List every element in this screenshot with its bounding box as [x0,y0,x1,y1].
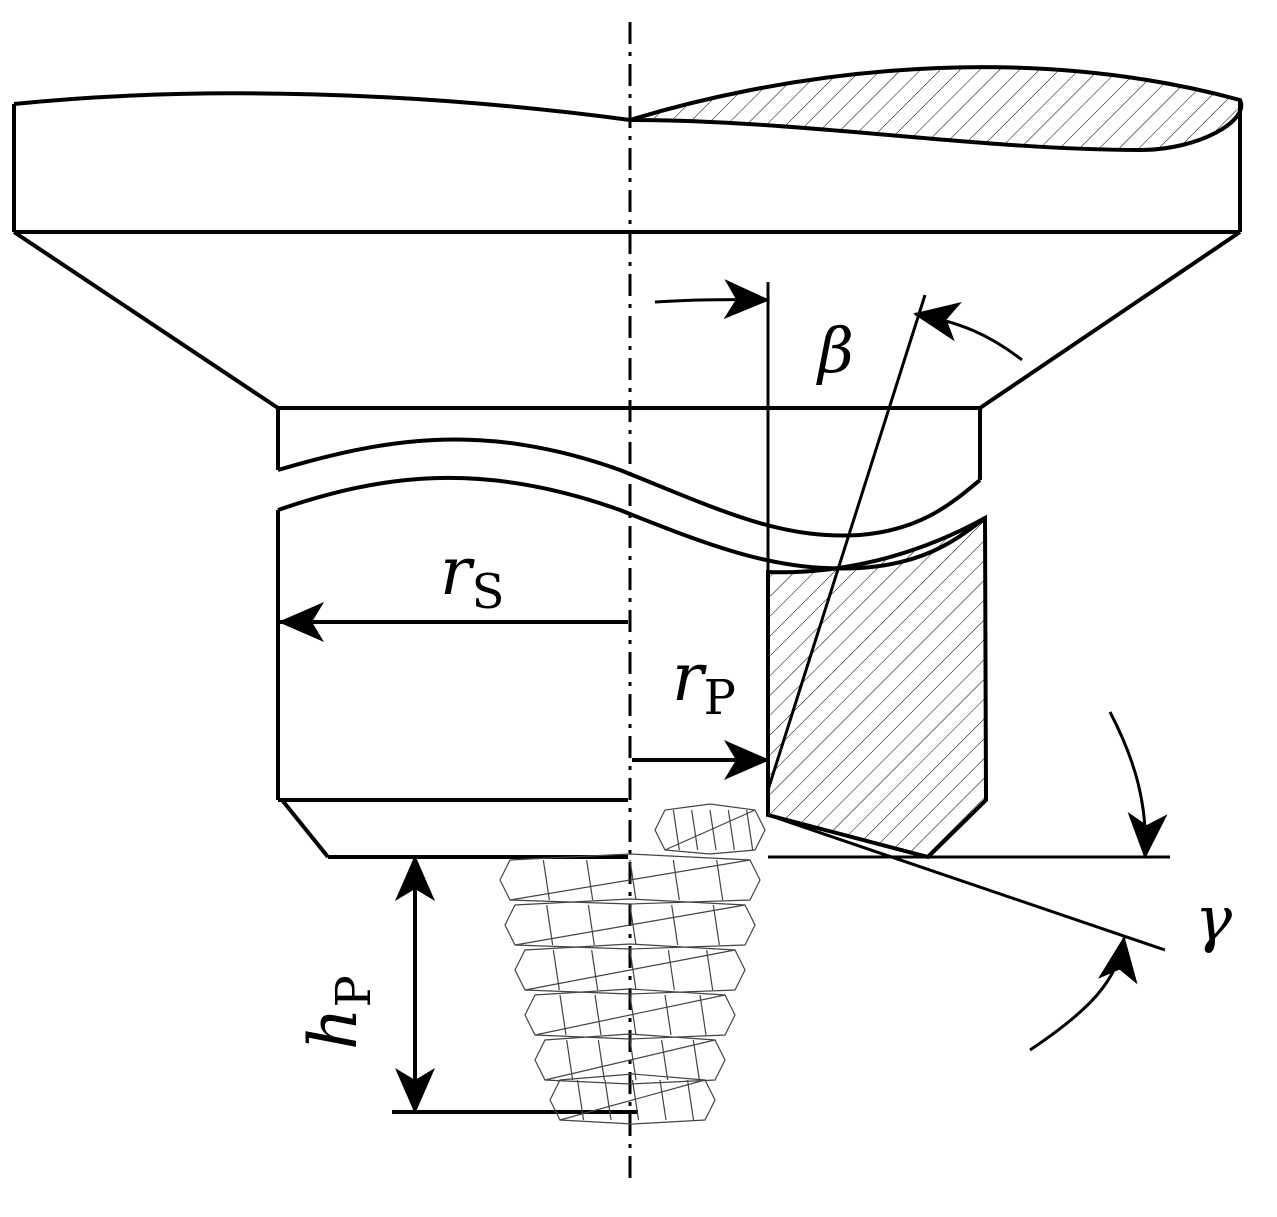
thread-facet [727,809,735,851]
thread-facet [686,1079,695,1121]
thread-facet [712,904,720,946]
thread-band [654,803,766,855]
beta-angle-annotation [654,279,1023,791]
thread-band [514,943,746,995]
thread-facet [597,1039,605,1081]
thread-facet [604,1079,612,1121]
thread-facet [659,1079,667,1121]
thread-band [504,898,756,950]
thread-facet [629,994,637,1036]
thread-helix [559,1079,706,1121]
rs-label: rS [440,533,504,620]
thread-helix [534,994,726,1036]
thread-facet [709,809,717,851]
thread-facet [691,809,699,851]
thread-facet [692,1039,700,1081]
disc-cut-section [629,65,1244,153]
thread-facet [706,949,714,991]
beta-label: β [816,314,854,387]
thread-facet [661,1039,669,1081]
thread-facet [587,904,595,946]
rake-face-line [767,813,1166,952]
thread-facet [586,859,594,901]
thread-facet [591,949,599,991]
thread-facet [629,1039,637,1081]
beta-arrow-right [913,302,1023,362]
thread-helix [524,949,736,991]
top-disc [12,65,1244,234]
thread-surface [499,803,766,1125]
thread-helix [664,809,756,851]
thread-band [549,1073,716,1125]
thread-helix [544,1039,716,1081]
thread-facet [699,994,707,1036]
gamma-label: γ [1195,882,1233,955]
thread-facet [671,904,679,946]
thread-facet [667,949,675,991]
thread-facet [746,809,754,851]
beta-inclined-line [766,294,927,791]
break-line-upper [277,437,982,538]
rp-label: rP [672,639,736,726]
gamma-arrow-bottom [1029,936,1138,1052]
thread-facet [672,809,680,851]
thread-band [534,1033,726,1085]
thread-band [524,988,736,1040]
disc-top-edge [13,91,631,122]
thread-facet [664,994,672,1036]
thread-facet [672,859,680,901]
gamma-angle-annotation [1029,711,1168,1052]
thread-facet [631,1079,640,1121]
thread-helix [514,904,746,946]
conical-taper [12,230,1242,410]
thread-facet [716,859,724,901]
thread-facet [594,994,602,1036]
hp-label: hP [295,975,382,1050]
beta-arrow-left [654,279,770,320]
thread-band [499,853,761,905]
gamma-arrow-top [1108,711,1168,859]
thread-helix [509,859,751,901]
cutting-insert-section [766,514,989,860]
